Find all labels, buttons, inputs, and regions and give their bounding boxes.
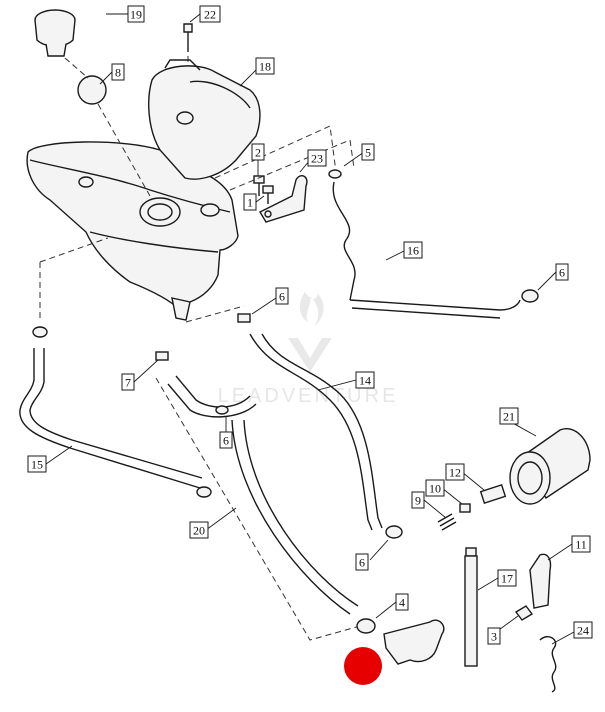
callout-10-label: 10: [429, 482, 441, 496]
callout-23-label: 23: [311, 152, 323, 166]
spring-9: [437, 513, 457, 531]
fitting-12: [479, 484, 507, 504]
oil-tank: [26, 141, 239, 321]
callout-4: 4: [395, 593, 409, 611]
clamp-6-d: [385, 525, 403, 539]
clip-11: [529, 553, 552, 609]
callout-8: 8: [111, 63, 125, 81]
callout-10: 10: [425, 479, 445, 497]
callout-11-label: 11: [575, 538, 587, 552]
callout-1: 1: [243, 193, 257, 211]
callout-16-label: 16: [407, 244, 419, 258]
tee-fitting: [383, 619, 445, 665]
callout-1-label: 1: [247, 196, 253, 210]
callout-7: 7: [121, 373, 135, 391]
hose-16-highlighted: [332, 181, 356, 301]
watermark: LEADVENTURE: [218, 292, 399, 407]
nut-3: [514, 605, 534, 621]
callout-3: 3: [487, 627, 501, 645]
hose-14: [249, 333, 383, 531]
callout-7-label: 7: [125, 376, 131, 390]
callout-6-a-label: 6: [559, 266, 565, 280]
callout-17: 17: [497, 569, 517, 587]
clamp-top-left: [32, 326, 48, 338]
callout-24: 24: [573, 621, 593, 639]
callout-22: 22: [199, 5, 221, 23]
gasket-ring: [77, 75, 107, 105]
callout-24-label: 24: [577, 624, 589, 638]
oil-filter: [509, 428, 591, 505]
callout-5: 5: [361, 143, 375, 161]
callout-4-label: 4: [399, 596, 405, 610]
bolt-1: [262, 185, 274, 204]
fitting-6b: [237, 313, 251, 323]
callout-6-b: 6: [275, 287, 289, 305]
callout-9-label: 9: [415, 494, 421, 508]
hose-15: [19, 348, 212, 498]
watermark-text: LEADVENTURE: [218, 385, 399, 407]
callout-15: 15: [27, 455, 47, 473]
hose-20: [167, 375, 359, 615]
bolt-22: [183, 23, 193, 52]
callout-23: 23: [307, 149, 327, 167]
callout-5-label: 5: [365, 146, 371, 160]
callout-18-label: 18: [259, 60, 271, 74]
callout-21-label: 21: [503, 410, 515, 424]
highlight-marker: [344, 647, 382, 685]
expansion-tank: [148, 59, 261, 180]
union-4: [356, 618, 376, 634]
callout-14-label: 14: [359, 374, 371, 388]
callout-6-d: 6: [355, 553, 369, 571]
callout-6-c: 6: [219, 431, 233, 449]
callout-3-label: 3: [491, 630, 497, 644]
fitting-7: [155, 351, 169, 361]
bolt-2: [253, 175, 265, 196]
callout-2-label: 2: [255, 146, 261, 160]
clip-24: [539, 636, 557, 693]
watermark-flame-icon: [299, 292, 324, 326]
callout-6-d-label: 6: [359, 556, 365, 570]
leader-lines: [45, 13, 575, 645]
clamp-6-a: [521, 289, 539, 303]
callout-14: 14: [355, 371, 375, 389]
callout-11: 11: [571, 535, 591, 553]
callout-19: 19: [127, 5, 145, 23]
valve-10: [459, 503, 471, 513]
callout-6-b-label: 6: [279, 290, 285, 304]
callout-12: 12: [445, 463, 465, 481]
clamp-5: [328, 169, 342, 179]
callout-16: 16: [403, 241, 423, 259]
callout-2: 2: [251, 143, 265, 161]
bracket: [259, 175, 308, 223]
callout-9: 9: [411, 491, 425, 509]
callout-19-label: 19: [130, 8, 142, 22]
callout-6-a: 6: [555, 263, 569, 281]
callout-17-label: 17: [501, 572, 513, 586]
callout-15-label: 15: [31, 458, 43, 472]
callout-18: 18: [255, 57, 275, 75]
callout-12-label: 12: [449, 466, 461, 480]
callout-21: 21: [499, 407, 519, 425]
callout-8-label: 8: [115, 66, 121, 80]
callout-6-c-label: 6: [223, 434, 229, 448]
callout-22-label: 22: [204, 8, 216, 22]
callout-20: 20: [189, 521, 209, 539]
dipstick: [464, 547, 478, 667]
callout-20-label: 20: [193, 524, 205, 538]
watermark-v-icon: [288, 338, 332, 372]
filler-cap: [34, 9, 76, 57]
